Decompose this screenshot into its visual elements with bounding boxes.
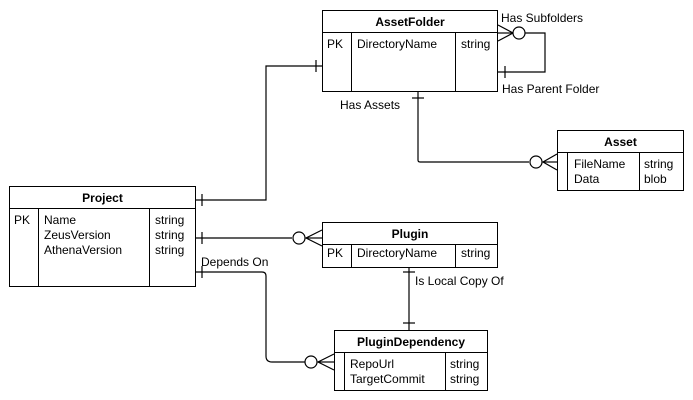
assetfolder-entity[interactable]: AssetFolder PK DirectoryName string — [322, 10, 498, 92]
field-type: string — [461, 37, 491, 51]
field-name: Data — [574, 172, 600, 186]
pk-label: PK — [327, 246, 344, 260]
entity-title: Asset — [558, 131, 683, 153]
has-parent-folder-label: Has Parent Folder — [502, 82, 600, 96]
has-assets-label: Has Assets — [340, 98, 401, 112]
field-type: string — [155, 228, 185, 242]
field-type: string — [155, 213, 185, 227]
dependency-zero — [304, 355, 318, 369]
field-name: DirectoryName — [357, 37, 438, 51]
entity-title: AssetFolder — [323, 11, 497, 33]
field-name: RepoUrl — [350, 357, 395, 371]
entity-title: PluginDependency — [335, 331, 487, 353]
field-type: string — [450, 357, 480, 371]
is-local-copy-of-label: Is Local Copy Of — [415, 274, 504, 288]
entity-title: Plugin — [323, 223, 497, 245]
assetfolder-self-line — [498, 32, 546, 73]
field-type: string — [450, 372, 480, 386]
depends-on-line — [196, 271, 305, 363]
plugin-entity[interactable]: Plugin PK DirectoryName string — [322, 222, 498, 268]
subfolders-zero — [512, 26, 526, 40]
asset-zero — [529, 155, 543, 169]
field-type: blob — [644, 172, 667, 186]
field-type: string — [644, 157, 674, 171]
pk-label: PK — [14, 213, 31, 227]
has-subfolders-label: Has Subfolders — [501, 11, 584, 25]
project-assetfolder-line — [196, 65, 322, 201]
depends-on-label: Depends On — [201, 255, 269, 269]
field-type: string — [155, 243, 185, 257]
plugin-dependency-entity[interactable]: PluginDependency RepoUrl TargetCommit st… — [334, 330, 488, 391]
field-name: Name — [44, 213, 77, 227]
field-name: FileName — [574, 157, 626, 171]
assetfolder-asset-line — [417, 92, 529, 163]
field-name: TargetCommit — [350, 372, 425, 386]
field-type: string — [461, 246, 491, 260]
field-name: DirectoryName — [357, 246, 438, 260]
field-name: ZeusVersion — [44, 228, 111, 242]
plugin-zero — [292, 231, 306, 245]
asset-entity[interactable]: Asset FileName Data string blob — [557, 130, 684, 191]
project-entity[interactable]: Project PK Name ZeusVersion AthenaVersio… — [9, 186, 196, 287]
field-name: AthenaVersion — [44, 243, 123, 257]
entity-title: Project — [10, 187, 195, 209]
pk-label: PK — [327, 37, 344, 51]
